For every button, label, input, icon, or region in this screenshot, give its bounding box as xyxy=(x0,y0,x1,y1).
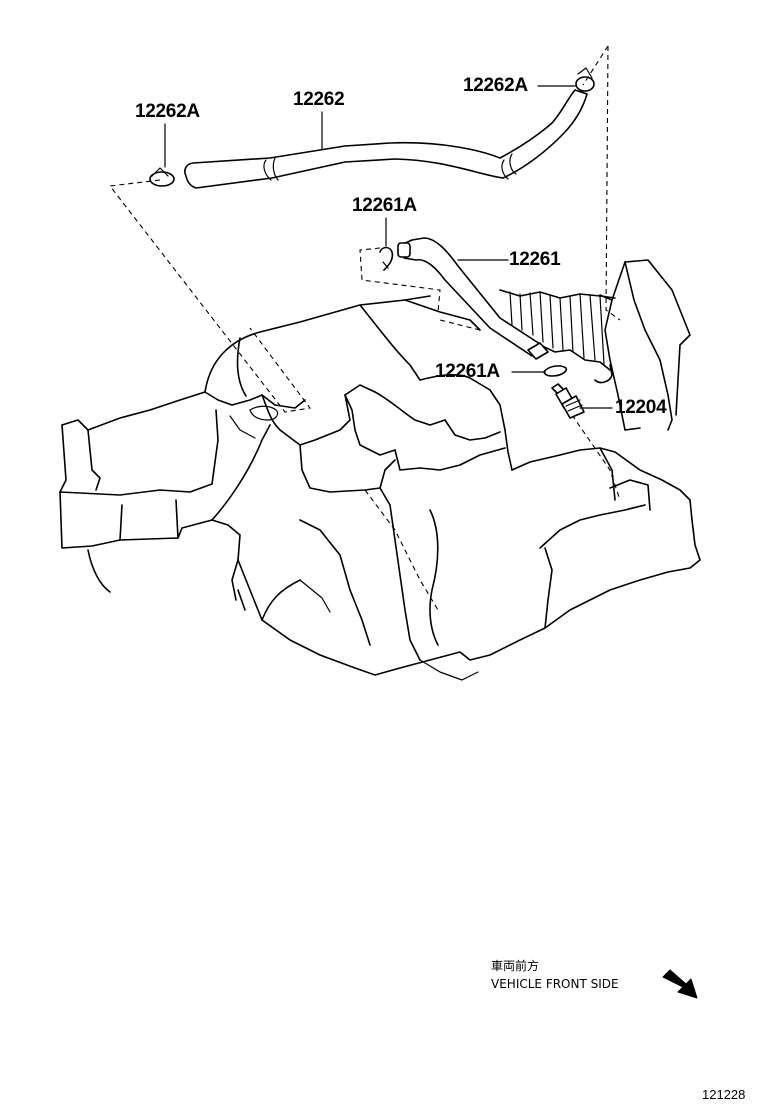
clamp-upper-drawing xyxy=(379,246,394,271)
pcv-valve-drawing xyxy=(551,383,585,419)
label-leaders xyxy=(164,85,613,409)
dashed-leaders xyxy=(108,45,621,611)
part-label-clamp-right: 12262A xyxy=(463,75,528,96)
part-label-pcv-valve: 12204 xyxy=(615,397,667,418)
part-label-clamp-left: 12262A xyxy=(135,101,200,122)
diagram-code: 121228 xyxy=(702,1087,746,1102)
part-label-hose-upper: 12262 xyxy=(293,89,345,110)
front-direction-arrow-icon xyxy=(662,969,698,999)
lower-hose-drawing xyxy=(397,237,549,360)
direction-note-japanese: 車両前方 xyxy=(491,959,540,973)
clamp-lower-drawing xyxy=(543,365,568,377)
clamp-left-drawing xyxy=(149,167,175,187)
part-label-hose-lower: 12261 xyxy=(509,249,561,270)
direction-note-english: VEHICLE FRONT SIDE xyxy=(491,977,619,991)
clamp-right-drawing xyxy=(575,67,595,92)
part-label-clamp-lower: 12261A xyxy=(435,361,500,382)
engine-block xyxy=(59,259,701,681)
upper-hose-drawing xyxy=(184,89,588,189)
part-label-clamp-upper: 12261A xyxy=(352,195,417,216)
